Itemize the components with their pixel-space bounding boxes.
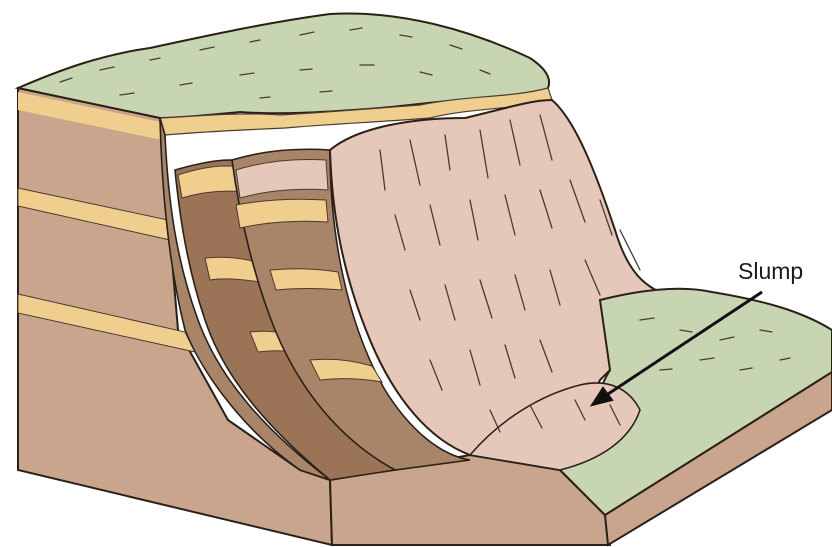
slump-label: Slump: [738, 258, 803, 284]
